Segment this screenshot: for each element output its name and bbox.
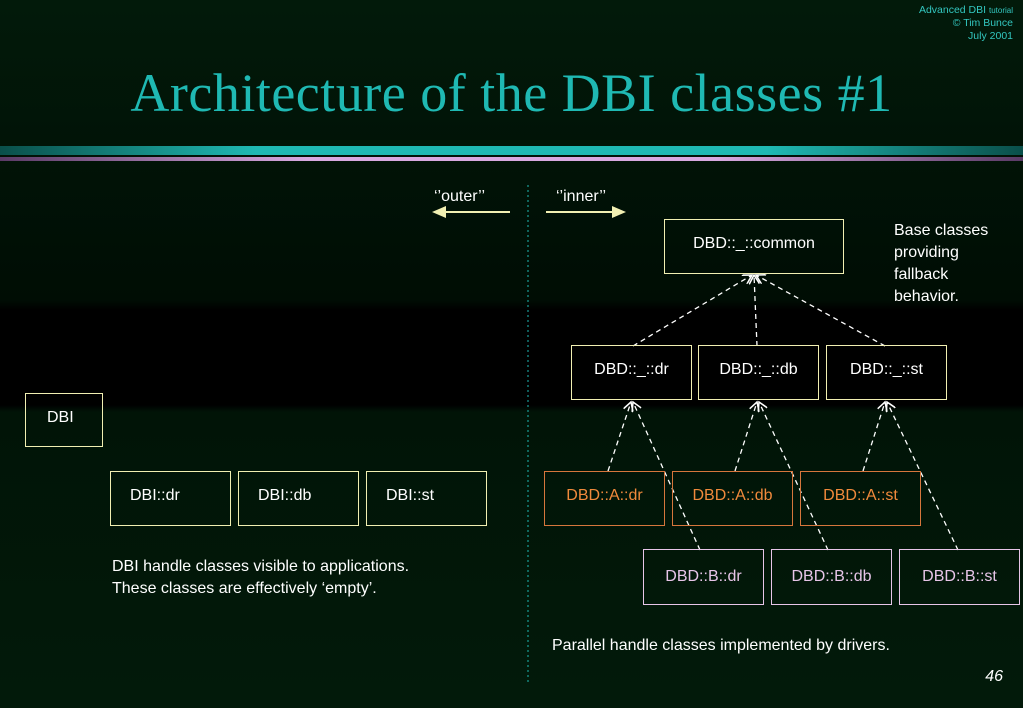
title-divider [0,146,1023,161]
dbi-st-box: DBI::st [366,471,487,526]
driver-caption: Parallel handle classes implemented by d… [552,637,890,654]
dbi-class-box: DBI [25,393,103,447]
base-note-line4: behavior. [894,288,959,305]
dbd-base-st-box: DBD::_::st [826,345,947,400]
base-note-line2: providing [894,244,959,261]
header-date: July 2001 [968,30,1013,42]
dbd-base-dr-box: DBD::_::dr [571,345,692,400]
dbi-db-box: DBI::db [238,471,359,526]
base-note-line3: fallback [894,266,949,283]
dbi-dr-box: DBI::dr [110,471,231,526]
dbd-a-db-box: DBD::A::db [672,471,793,526]
dbd-a-st-box: DBD::A::st [800,471,921,526]
header-title: Advanced DBI [918,4,987,16]
header-subtitle: tutorial [988,6,1013,15]
base-note-line1: Base classes [894,222,989,239]
header-author: © Tim Bunce [952,17,1013,29]
header-credits: Advanced DBI tutorial © Tim Bunce July 2… [919,4,1013,43]
dbi-caption-line1: DBI handle classes visible to applicatio… [112,558,410,575]
slide-title: Architecture of the DBI classes #1 [130,63,893,123]
dbd-a-dr-box: DBD::A::dr [544,471,665,526]
dbi-caption-line2: These classes are effectively ‘empty’. [112,580,377,597]
base-note: Base classes providing fallback behavior… [894,220,988,308]
page-number: 46 [985,668,1003,685]
dbd-base-db-box: DBD::_::db [698,345,819,400]
dbd-common-box: DBD::_::common [664,219,844,274]
dbd-b-dr-box: DBD::B::dr [643,549,764,605]
inner-label: ‘’inner’’ [556,188,607,205]
outer-label: ‘’outer’’ [434,188,485,205]
dbd-b-db-box: DBD::B::db [771,549,892,605]
dbd-b-st-box: DBD::B::st [899,549,1020,605]
